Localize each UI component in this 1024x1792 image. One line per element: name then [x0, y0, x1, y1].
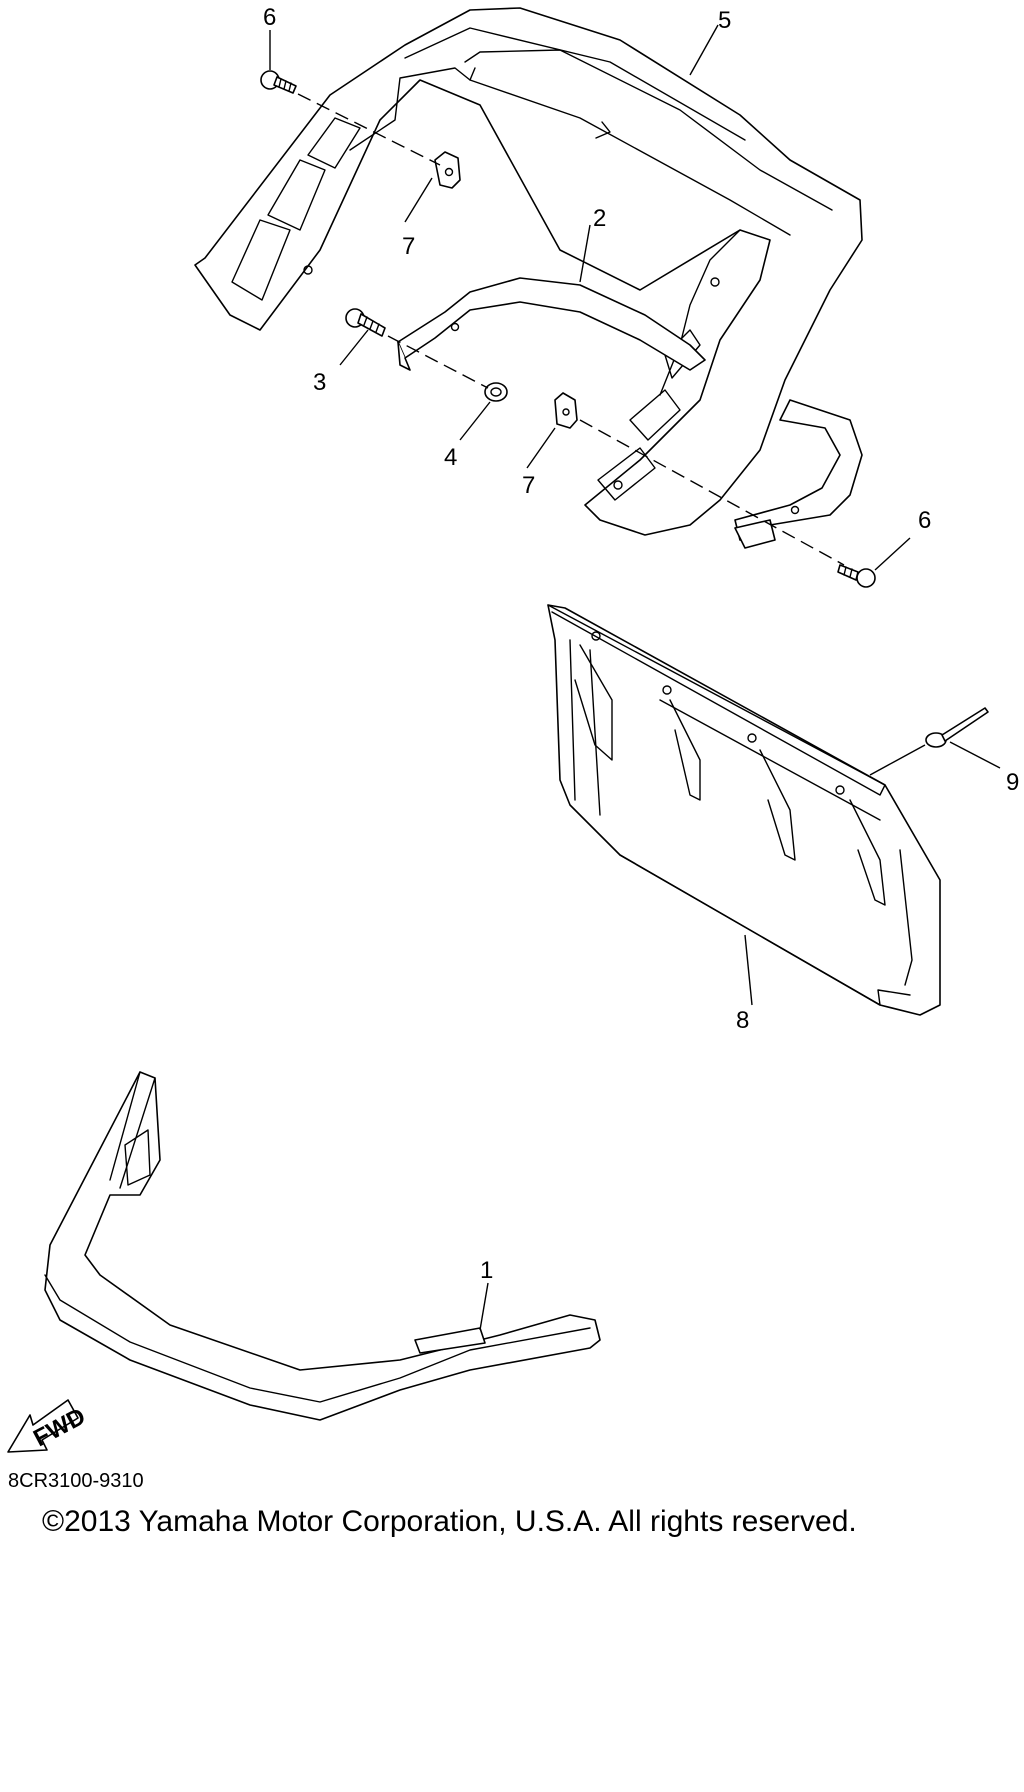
- callout-6-top: 6: [263, 4, 276, 31]
- callout-3: 3: [313, 369, 326, 396]
- callout-9: 9: [1006, 769, 1019, 796]
- leader-lines: [269, 24, 1001, 1331]
- diagram-part-code: 8CR3100-9310: [8, 1470, 144, 1492]
- part-5-rear-frame: [194, 7, 863, 536]
- part-8-mud-flap: [547, 604, 941, 1016]
- callout-1: 1: [480, 1257, 493, 1284]
- part-4-collar: [484, 382, 508, 402]
- part-6-bolt-right: [837, 564, 876, 588]
- callout-7-middle: 7: [522, 472, 535, 499]
- part-2-bumper-bar: [397, 277, 863, 549]
- part-7-nut-middle: [554, 392, 578, 429]
- callout-8: 8: [736, 1007, 749, 1034]
- part-7-nut-top: [434, 151, 461, 189]
- callout-4: 4: [444, 444, 457, 471]
- part-1-front-bumper: [44, 1071, 601, 1421]
- fwd-arrow: FWD: [7, 1399, 90, 1453]
- callout-7-top: 7: [402, 233, 415, 260]
- part-6-bolt-top: [260, 70, 297, 94]
- callout-2: 2: [593, 205, 606, 232]
- part-3-bolt: [345, 308, 386, 337]
- callout-5: 5: [718, 7, 731, 34]
- part-9-rivet: [925, 707, 989, 748]
- copyright-notice: ©2013 Yamaha Motor Corporation, U.S.A. A…: [42, 1505, 857, 1538]
- callout-6-right: 6: [918, 507, 931, 534]
